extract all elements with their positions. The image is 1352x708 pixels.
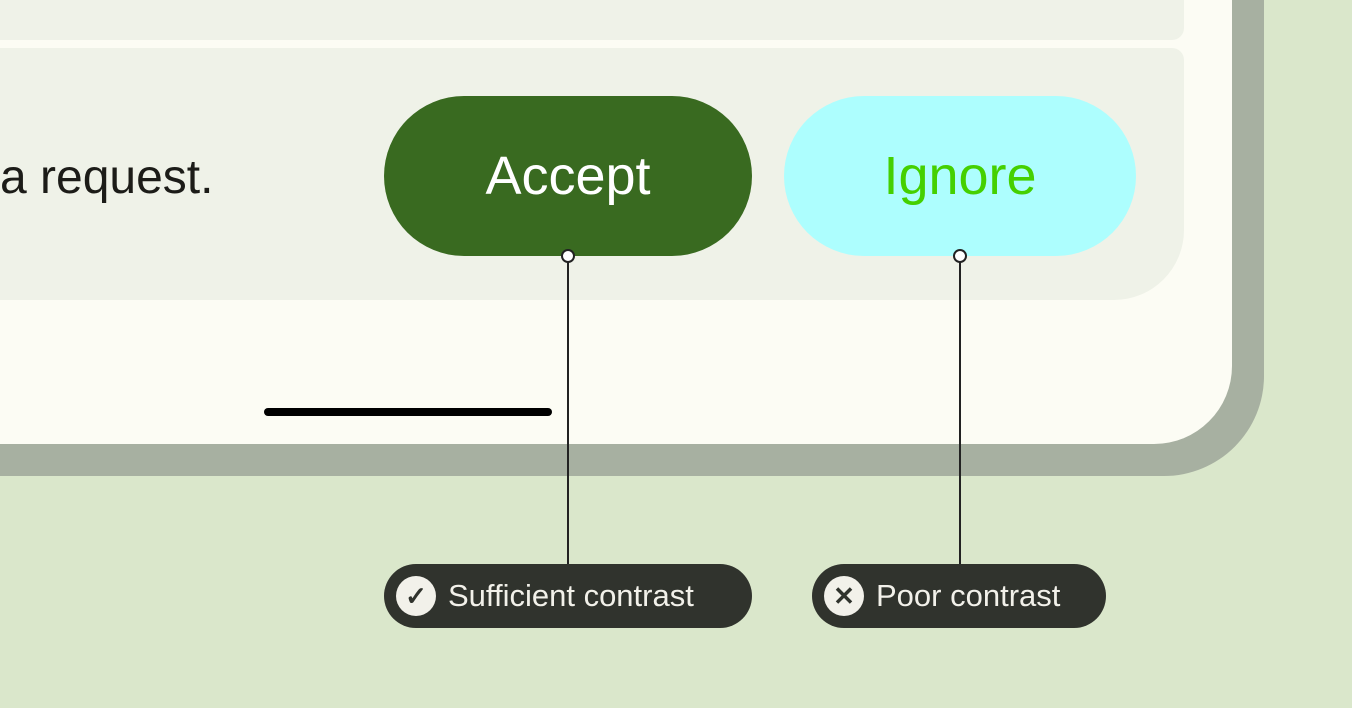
message-text: a request. [0,151,214,204]
accept-button[interactable]: Accept [384,96,752,256]
x-icon: ✕ [824,576,864,616]
poor-contrast-tag: ✕ Poor contrast [812,564,1106,628]
callout-line-ignore [959,262,961,564]
notification-card-top [0,0,1184,40]
tag-label: Sufficient contrast [448,578,694,613]
check-icon: ✓ [396,576,436,616]
callout-line-accept [567,262,569,564]
sufficient-contrast-tag: ✓ Sufficient contrast [384,564,752,628]
gesture-handle[interactable] [264,408,552,416]
tag-label: Poor contrast [876,578,1061,613]
ignore-button[interactable]: Ignore [784,96,1136,256]
callout-dot-accept [561,249,575,263]
callout-dot-ignore [953,249,967,263]
